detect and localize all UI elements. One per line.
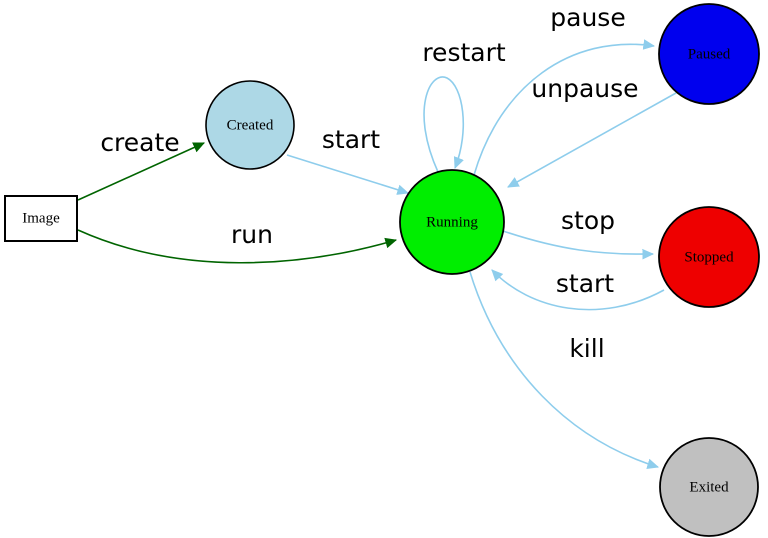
edge-unpause-label: unpause xyxy=(531,74,638,103)
node-exited-label: Exited xyxy=(689,479,729,495)
edge-unpause[interactable]: unpause xyxy=(507,74,677,188)
node-exited[interactable]: Exited xyxy=(659,437,759,537)
edge-kill-path xyxy=(469,271,660,469)
edge-pause-path xyxy=(473,39,656,176)
node-paused-shape xyxy=(658,3,760,105)
node-running-shape xyxy=(399,169,505,275)
edge-run[interactable]: run xyxy=(77,220,398,264)
edge-create-label: create xyxy=(100,128,179,157)
edge-pause[interactable]: pause xyxy=(473,3,656,176)
node-running-label: Running xyxy=(426,214,478,230)
node-created-shape xyxy=(205,80,295,170)
node-image[interactable]: Image xyxy=(4,195,78,242)
edge-restart-path xyxy=(423,76,465,173)
edge-run-path xyxy=(77,229,398,264)
node-image-shape xyxy=(4,195,78,242)
edge-kill[interactable]: kill xyxy=(469,271,660,469)
node-stopped[interactable]: Stopped xyxy=(658,206,760,308)
edge-create-path xyxy=(77,142,205,201)
node-created-label: Created xyxy=(227,117,274,133)
node-stopped-shape xyxy=(658,206,760,308)
node-created[interactable]: Created xyxy=(205,80,295,170)
node-running[interactable]: Running xyxy=(399,169,505,275)
edge-start-created-running-path xyxy=(286,154,410,195)
edge-stop[interactable]: stop xyxy=(502,206,655,260)
node-image-label: Image xyxy=(22,210,60,226)
edge-create[interactable]: create xyxy=(77,128,205,201)
edge-start-created-running[interactable]: start xyxy=(286,125,410,195)
edge-unpause-path xyxy=(507,92,677,188)
nodes-layer: Image Created Running Paused Stopped xyxy=(4,3,760,537)
edge-restart-label: restart xyxy=(422,38,506,67)
node-paused[interactable]: Paused xyxy=(658,3,760,105)
edge-run-label: run xyxy=(231,220,273,249)
edge-restart[interactable]: restart xyxy=(422,38,506,173)
node-paused-label: Paused xyxy=(688,46,731,62)
edge-stop-label: stop xyxy=(561,206,615,235)
edge-stop-path xyxy=(502,230,655,260)
node-exited-shape xyxy=(659,437,759,537)
edges-layer: create run start restart pause xyxy=(77,3,677,469)
edge-start-created-running-label: start xyxy=(322,125,380,154)
edge-kill-label: kill xyxy=(569,334,604,363)
edge-start-stopped-running-path xyxy=(491,269,665,311)
edge-pause-label: pause xyxy=(550,3,625,32)
edge-start-stopped-running-label: start xyxy=(556,269,614,298)
node-stopped-label: Stopped xyxy=(684,249,734,265)
edge-start-stopped-running[interactable]: start xyxy=(491,269,665,311)
